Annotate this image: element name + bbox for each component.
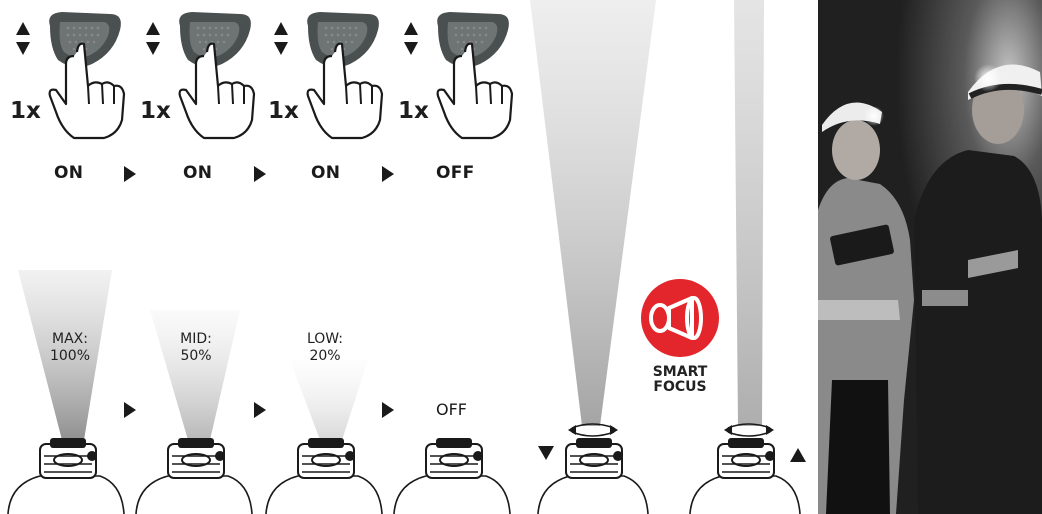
press-step-3: 1x bbox=[268, 8, 384, 143]
focus-beams bbox=[530, 0, 806, 514]
press-count-label: 1x bbox=[140, 98, 171, 124]
up-down-arrows-icon bbox=[16, 22, 30, 55]
up-down-arrows-icon bbox=[146, 22, 160, 55]
play-arrow-icon bbox=[254, 402, 266, 418]
play-arrow-icon bbox=[124, 402, 136, 418]
play-arrow-icon bbox=[124, 166, 136, 182]
level-low-label: LOW:20% bbox=[306, 331, 344, 364]
level-mid-label: MID:50% bbox=[180, 331, 212, 364]
headlamp-button-hand-icon bbox=[306, 12, 384, 140]
beam-wide bbox=[530, 0, 656, 426]
beam-narrow bbox=[734, 0, 764, 426]
play-arrow-icon bbox=[382, 402, 394, 418]
up-down-arrows-icon bbox=[404, 22, 418, 55]
level-max-label: MAX:100% bbox=[49, 331, 91, 364]
press-count-label: 1x bbox=[268, 98, 299, 124]
headlamp-icon bbox=[425, 438, 483, 479]
headlamp-icon bbox=[297, 438, 355, 479]
level-off-label: OFF bbox=[436, 400, 467, 419]
beam-max bbox=[18, 270, 112, 440]
state-label: ON bbox=[311, 163, 341, 183]
press-count-label: 1x bbox=[10, 98, 41, 124]
beam-mid bbox=[150, 310, 240, 440]
press-step-4: 1x bbox=[398, 8, 514, 143]
state-label: ON bbox=[54, 163, 84, 183]
beam-low bbox=[290, 360, 368, 440]
helmet-headlamps bbox=[7, 438, 511, 514]
press-step-2: 1x bbox=[140, 8, 256, 143]
headlamp-button-hand-icon bbox=[178, 12, 256, 140]
headlamp-icon bbox=[39, 438, 97, 479]
arrow-up-icon bbox=[790, 448, 806, 462]
headlamp-button-hand-icon bbox=[48, 12, 126, 140]
headlamp-button-hand-icon bbox=[436, 12, 514, 140]
headlamp-icon bbox=[565, 438, 623, 479]
workers-illustration bbox=[818, 0, 1042, 514]
play-arrow-icon bbox=[254, 166, 266, 182]
press-count-label: 1x bbox=[398, 98, 429, 124]
play-arrow-icon bbox=[382, 166, 394, 182]
smart-focus-icon bbox=[641, 279, 719, 357]
up-down-arrows-icon bbox=[274, 22, 288, 55]
press-step-1: 1x bbox=[10, 8, 126, 143]
workers-photo bbox=[818, 0, 1042, 514]
state-label: ON bbox=[183, 163, 213, 183]
light-beams bbox=[18, 270, 368, 440]
arrow-down-icon bbox=[538, 446, 554, 460]
headlamp-icon bbox=[717, 438, 775, 479]
state-label: OFF bbox=[436, 163, 475, 183]
headlamp-icon bbox=[167, 438, 225, 479]
